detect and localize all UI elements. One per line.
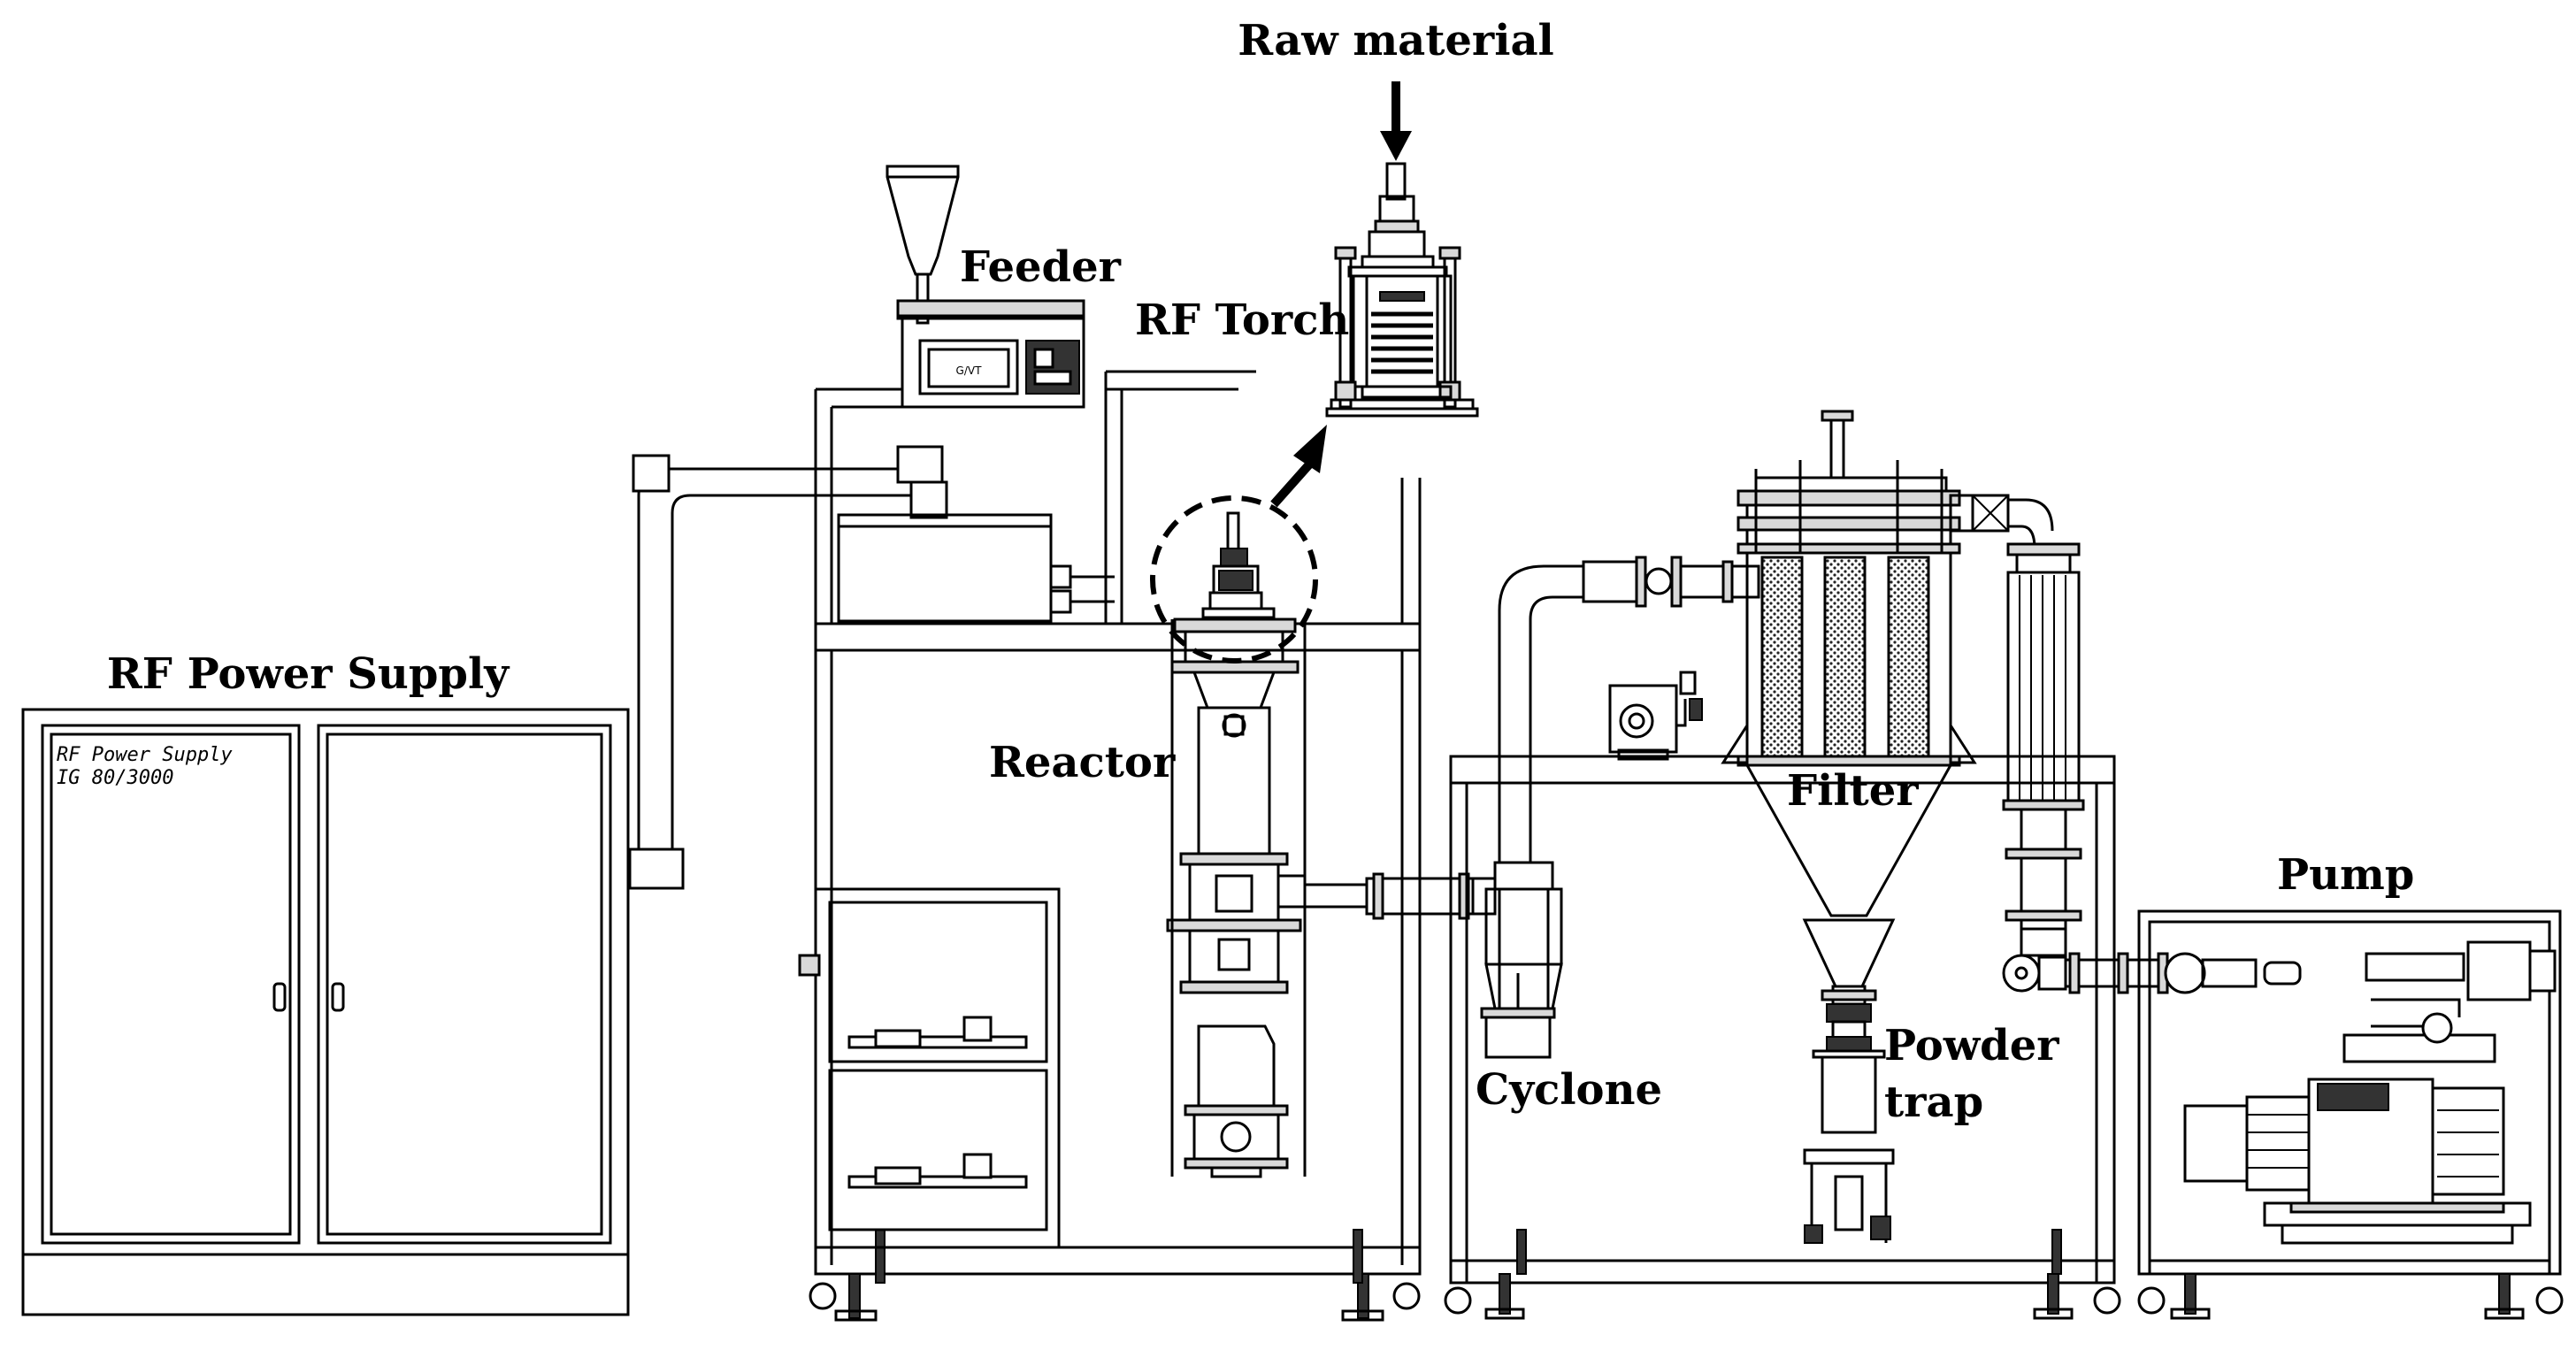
main-support-frame — [809, 370, 1422, 1322]
arrow-up-right-icon — [1293, 425, 1327, 473]
cyclone-label: Cyclone — [1476, 1065, 1662, 1115]
panel-text-line1: RF Power Supply — [57, 744, 233, 766]
cyclone-unit — [1480, 556, 1760, 1059]
filter-cartridge-1 — [1760, 556, 1804, 758]
cabinet-handle-left — [272, 982, 287, 1012]
arrow-down-icon — [1380, 131, 1412, 161]
feeder-unit: G/VT — [886, 165, 1085, 409]
panel-text-line2: IG 80/3000 — [57, 767, 173, 789]
raw-material-label: Raw material — [1238, 16, 1554, 65]
reactor-column — [1166, 511, 1368, 1178]
casters-left — [809, 1229, 1421, 1322]
powder-trap-label-line1: Powder — [1884, 1021, 2059, 1070]
rf-coil — [1371, 311, 1433, 374]
filter-unit — [1721, 410, 1977, 1244]
pump-label: Pump — [2277, 850, 2414, 900]
small-blower — [1608, 671, 1703, 761]
filter-cartridge-2 — [1823, 556, 1867, 758]
cable-duct — [628, 445, 948, 890]
rf-power-supply-cabinet — [21, 708, 630, 1316]
matching-box — [837, 513, 1115, 623]
pipe-reactor-cyclone — [1365, 872, 1497, 920]
rf-torch-detail — [1325, 162, 1479, 418]
feeder-display-text: G/VT — [956, 364, 983, 377]
rf-power-supply-label: RF Power Supply — [107, 649, 510, 699]
torch-highlight-circle — [1150, 495, 1318, 663]
cabinet-handle-right — [331, 982, 345, 1012]
filter-cartridge-3 — [1887, 556, 1930, 758]
gas-control-cabinet — [798, 887, 1061, 1249]
heat-exchanger — [1949, 494, 2169, 994]
feeder-label: Feeder — [960, 242, 1122, 292]
filter-label: Filter — [1787, 766, 1919, 816]
powder-trap-label-line2: trap — [1884, 1078, 1983, 1127]
rf-torch-label: RF Torch — [1135, 295, 1349, 345]
vacuum-pump-unit — [2137, 909, 2564, 1320]
reactor-label: Reactor — [989, 738, 1176, 787]
